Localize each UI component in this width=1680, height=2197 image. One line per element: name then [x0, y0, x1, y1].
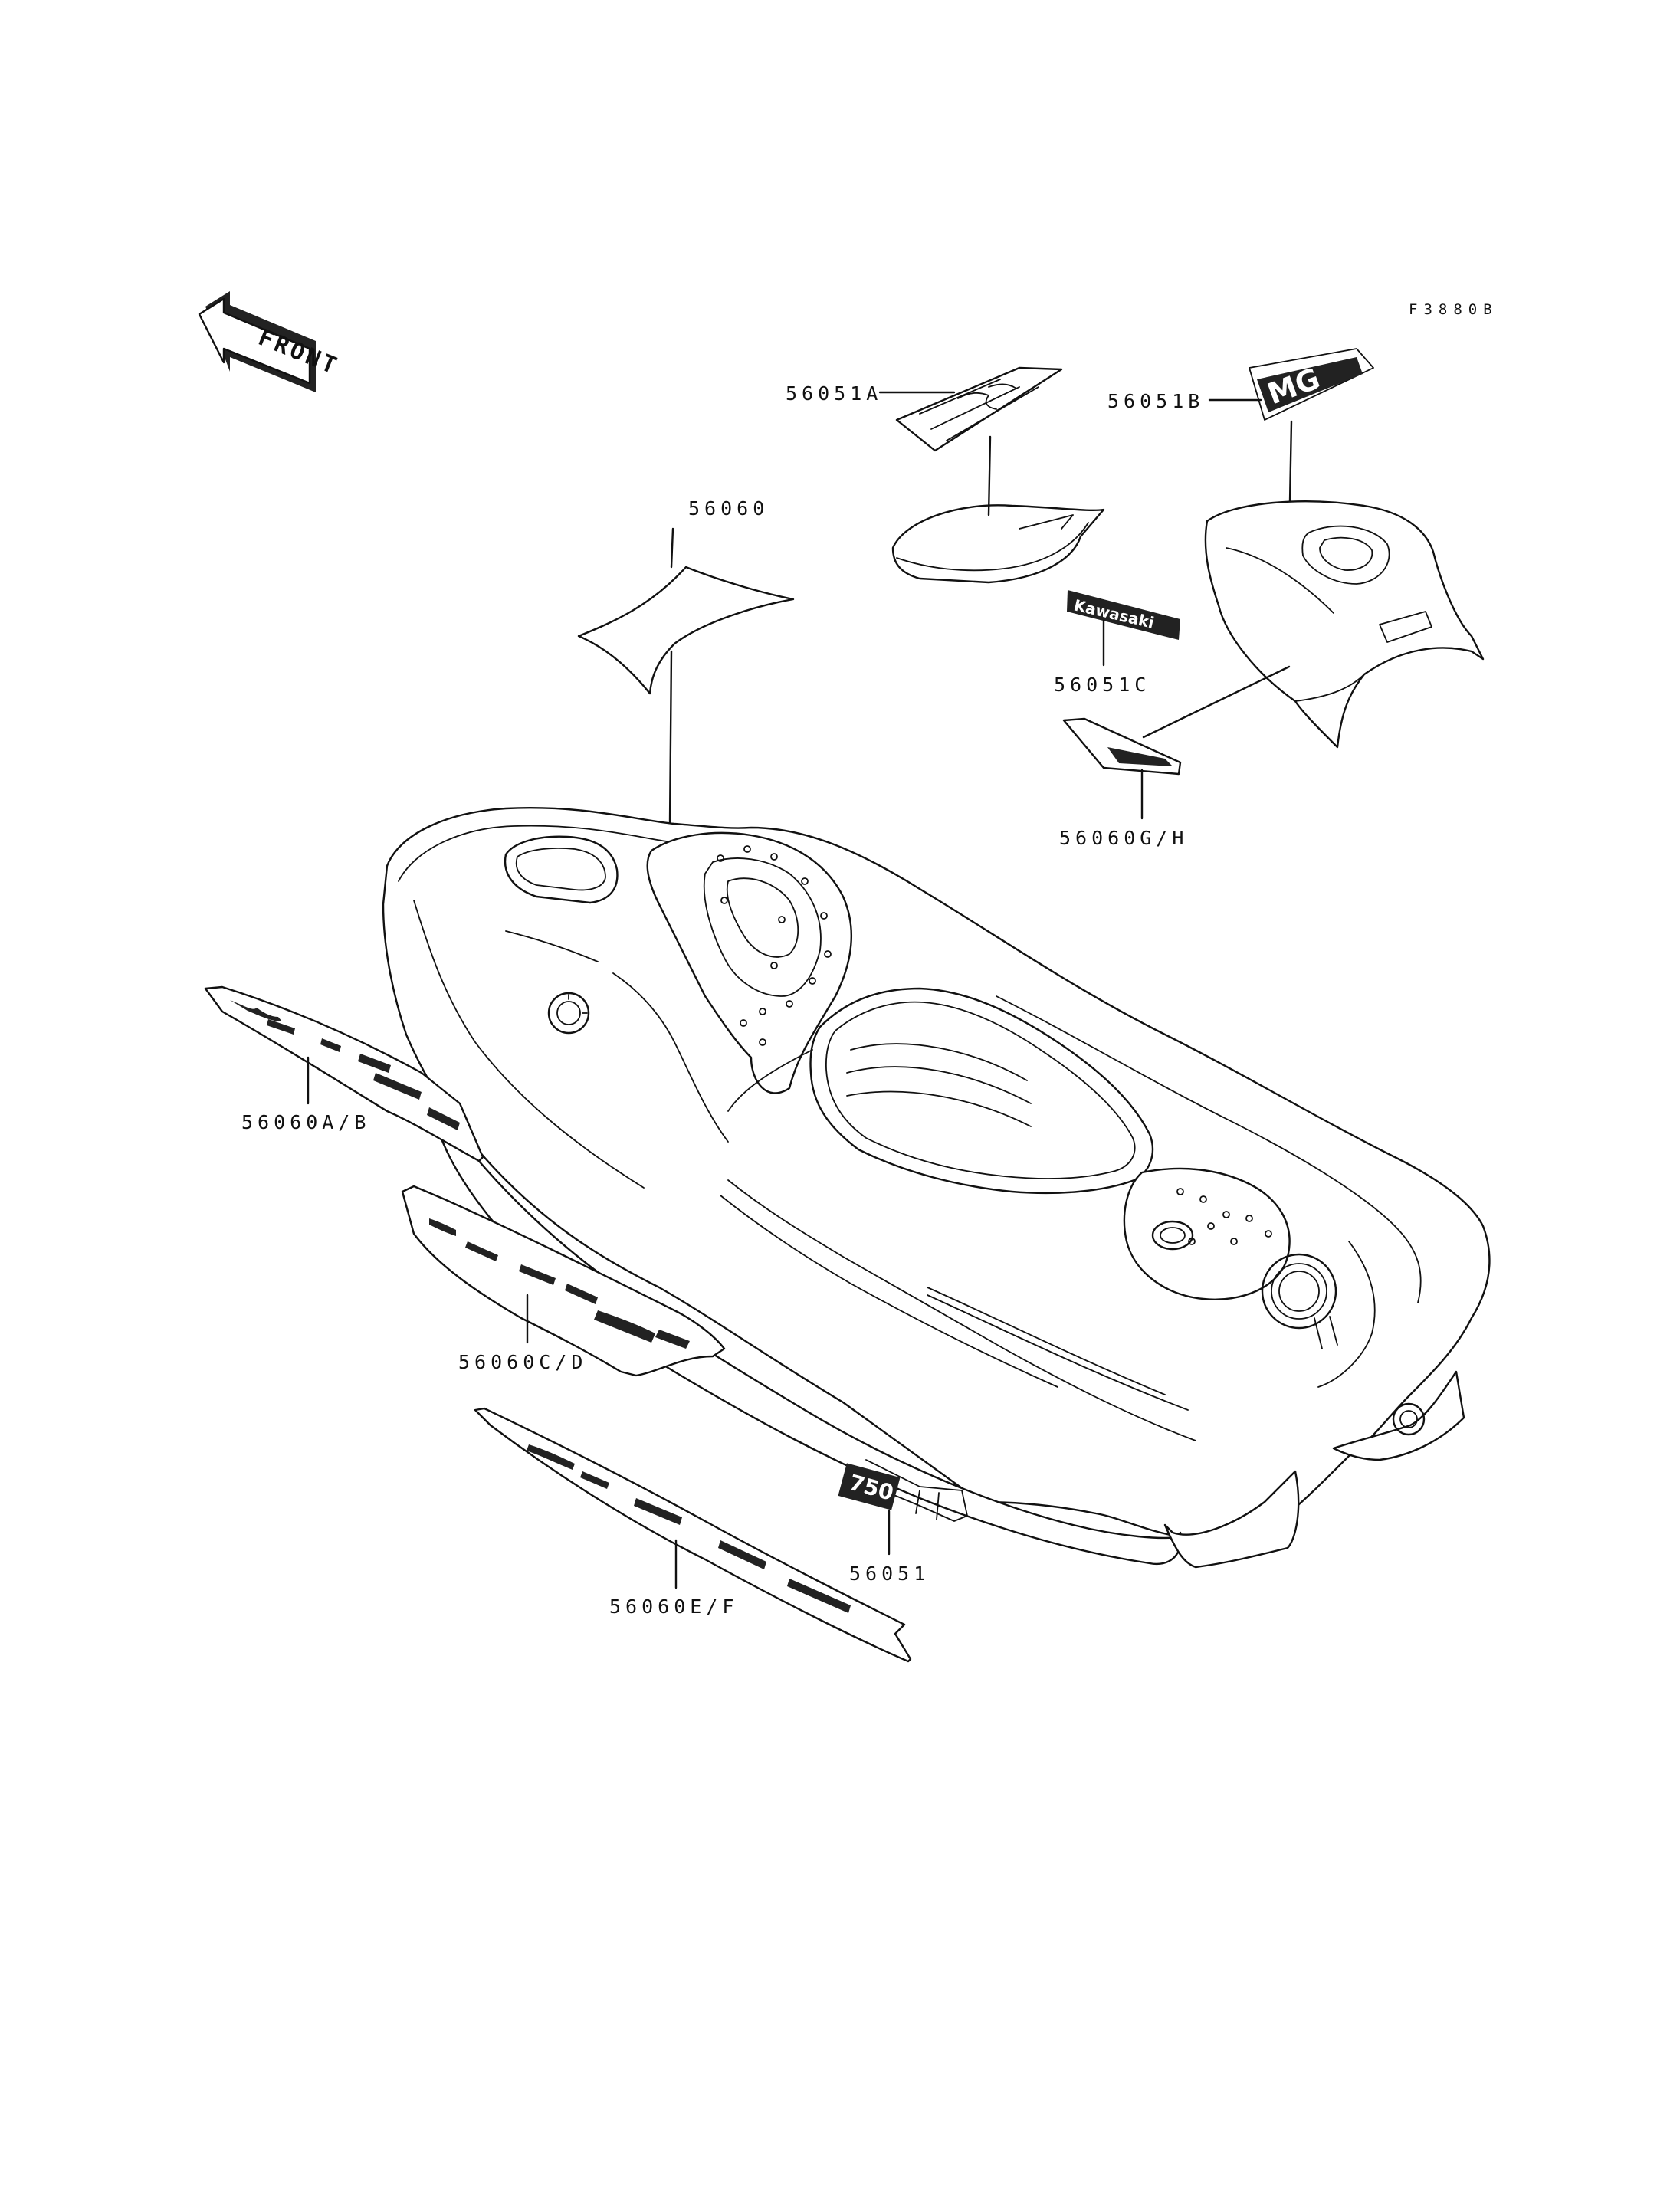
decal-56060cd [401, 1185, 726, 1377]
brand-decal-text: Kawasaki [1072, 595, 1156, 631]
decal-56060gh [1062, 717, 1182, 776]
front-arrow-icon: FRONT [198, 291, 343, 392]
part-label-56051a: 56051A [786, 382, 882, 405]
decal-56051: 750 [838, 1459, 968, 1522]
decal-56051b: MG [1249, 348, 1374, 421]
decal-56060 [577, 566, 795, 695]
figure-reference: F3880B [1409, 301, 1498, 318]
part-label-56051: 56051 [849, 1562, 930, 1585]
part-label-56060: 56060 [688, 497, 769, 520]
part-label-56060gh: 56060G/H [1059, 827, 1188, 849]
hood-cover-part [1204, 500, 1485, 749]
rear-deck-holes [1176, 1188, 1272, 1245]
part-label-56060ef: 56060E/F [609, 1595, 738, 1618]
part-label-56060cd: 56060C/D [458, 1351, 587, 1373]
decal-56060ab [204, 985, 484, 1162]
part-label-56051b: 56051B [1107, 390, 1204, 412]
hull-bolt-holes [717, 845, 832, 1046]
part-label-56060ab: 56060A/B [241, 1111, 370, 1133]
decal-56060ef [474, 1407, 912, 1663]
decal-56051a [895, 366, 1063, 452]
seat-cover-part [891, 504, 1105, 584]
part-label-56051c: 56051C [1054, 674, 1150, 696]
decal-56051c: Kawasaki [1067, 590, 1180, 640]
